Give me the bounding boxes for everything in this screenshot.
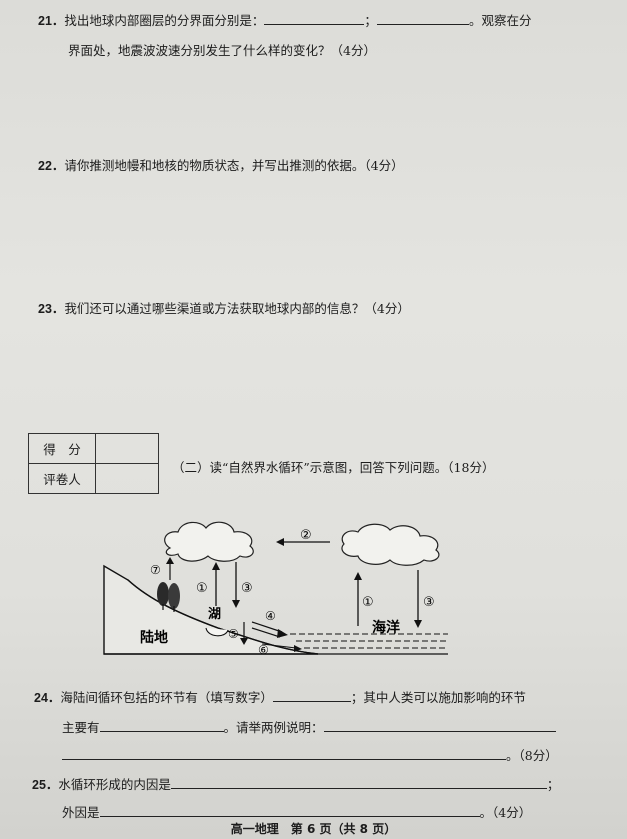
question-22: 22．请你推测地幔和地核的物质状态，并写出推测的依据。（4分）: [38, 157, 404, 175]
marker-1-ocean: ①: [362, 595, 374, 610]
question-text: 水循环形成的内因是: [58, 777, 171, 792]
marker-4: ④: [265, 609, 276, 623]
question-number: 24．: [34, 691, 61, 705]
question-text: 主要有: [62, 720, 100, 735]
marker-3-land: ③: [241, 581, 253, 596]
question-text: ；其中人类可以施加影响的环节: [350, 690, 526, 705]
arrow-3-ocean: [414, 570, 422, 628]
score-table: 得 分 评卷人: [28, 433, 159, 494]
question-text: 。观察在分: [468, 13, 532, 28]
question-number: 23．: [38, 302, 65, 316]
question-text: 外因是: [62, 805, 100, 820]
answer-blank[interactable]: [272, 688, 351, 702]
arrow-1-ocean: [354, 572, 362, 626]
question-25-line2: 外因是 。（4分）: [62, 803, 531, 822]
ocean-surface: [290, 633, 448, 649]
question-text: 我们还可以通过哪些渠道或方法获取地球内部的信息？（4分）: [64, 301, 410, 316]
cloud-left: [164, 521, 254, 562]
question-24-line2: 主要有 。请举两例说明：: [62, 718, 556, 737]
grader-cell[interactable]: [95, 463, 159, 494]
cloud-right: [341, 523, 440, 566]
marker-3-ocean: ③: [423, 595, 435, 610]
marker-6: ⑥: [258, 643, 269, 657]
marker-2: ②: [300, 528, 312, 543]
question-text: 海陆间循环包括的环节有（填写数字）: [60, 690, 273, 705]
land-label: 陆地: [140, 629, 168, 646]
question-text: 。（8分）: [506, 748, 558, 763]
question-23: 23．我们还可以通过哪些渠道或方法获取地球内部的信息？（4分）: [38, 300, 410, 318]
separator: ；: [364, 13, 377, 28]
question-text: 请你推测地幔和地核的物质状态，并写出推测的依据。（4分）: [64, 158, 404, 173]
answer-blank[interactable]: [170, 775, 547, 789]
score-cell[interactable]: [95, 433, 159, 464]
section-title: （二）读“自然界水循环”示意图，回答下列问题。（18分）: [172, 460, 495, 475]
answer-blank[interactable]: [376, 11, 469, 25]
question-number: 21．: [38, 14, 65, 28]
answer-blank[interactable]: [264, 11, 365, 25]
arrow-7: [166, 557, 174, 580]
question-25: 25．水循环形成的内因是 ；: [32, 775, 559, 794]
question-24: 24．海陆间循环包括的环节有（填写数字） ；其中人类可以施加影响的环节: [34, 688, 526, 707]
answer-blank[interactable]: [99, 718, 224, 732]
marker-1-land: ①: [196, 581, 208, 596]
question-text: 。（4分）: [479, 805, 532, 820]
arrow-5: [240, 622, 248, 645]
arrow-3-land: [232, 562, 240, 608]
lake-basin: [205, 627, 229, 637]
question-21-line2: 界面处，地震波波速分别发生了什么样的变化？（4分）: [68, 43, 376, 58]
tree-icon: [157, 582, 180, 612]
arrow-1-land: [212, 562, 220, 606]
question-number: 25．: [32, 778, 59, 792]
question-text: ；: [546, 777, 560, 792]
question-24-line3: 。（8分）: [62, 746, 558, 765]
question-text: 。请举两例说明：: [223, 720, 324, 735]
marker-5: ⑤: [228, 627, 239, 641]
answer-blank[interactable]: [62, 746, 506, 760]
ocean-label: 海洋: [372, 619, 400, 636]
arrow-6: [261, 643, 302, 652]
question-number: 22．: [38, 159, 65, 173]
lake-label: 湖: [208, 607, 221, 622]
water-cycle-diagram: ② 湖 ⑦ ① ③ ④ ⑤: [103, 521, 448, 657]
answer-blank[interactable]: [99, 803, 480, 817]
land-slope: [127, 579, 319, 655]
arrow-4: [251, 621, 288, 638]
answer-blank[interactable]: [323, 718, 556, 732]
arrow-2: [276, 538, 330, 546]
question-text: 找出地球内部圈层的分界面分别是：: [64, 13, 265, 28]
grader-label: 评卷人: [28, 463, 96, 494]
question-21: 21．找出地球内部圈层的分界面分别是： ； 。观察在分: [38, 11, 531, 30]
page-footer: 高一地理 第 6 页（共 8 页）: [230, 822, 397, 836]
marker-7: ⑦: [150, 563, 161, 577]
score-label: 得 分: [28, 433, 96, 464]
